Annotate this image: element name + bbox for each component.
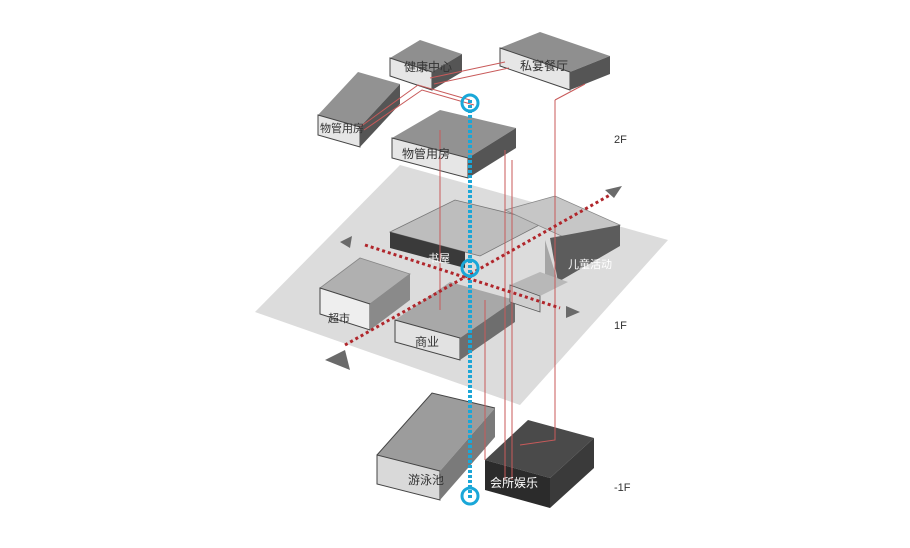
vertical-core-node-icon xyxy=(460,93,480,113)
block-property-right xyxy=(391,110,516,179)
label-supermarket: 超市 xyxy=(328,311,350,325)
label-commerce: 商业 xyxy=(415,334,439,349)
floor-label-1f: 1F xyxy=(614,320,627,332)
label-private-dining: 私宴餐厅 xyxy=(520,58,568,73)
direction-arrow-icon xyxy=(325,350,350,370)
direction-arrow-icon xyxy=(566,306,580,318)
label-childrens-activity: 儿童活动 xyxy=(568,257,612,271)
label-health-center: 健康中心 xyxy=(404,59,452,74)
label-clubhouse: 会所娱乐 xyxy=(490,476,538,490)
circulation-routes xyxy=(359,61,586,480)
block-supermarket xyxy=(319,257,411,331)
label-property-left: 物管用房 xyxy=(320,121,364,135)
direction-arrow-icon xyxy=(340,236,352,248)
block-clubhouse xyxy=(485,420,594,508)
block-property-left xyxy=(317,72,400,148)
vertical-core-node-icon xyxy=(460,486,480,506)
label-bookstore: 书屋 xyxy=(428,252,450,265)
floor-label-b1: -1F xyxy=(614,482,631,494)
label-swimming-pool: 游泳池 xyxy=(408,473,444,487)
block-commerce xyxy=(394,282,515,361)
block-swimming-pool xyxy=(376,392,496,501)
ground-floor-plate xyxy=(255,165,668,405)
block-right-wing xyxy=(503,195,622,292)
floor-label-2f: 2F xyxy=(614,134,627,146)
vertical-core-node-icon xyxy=(460,258,480,278)
direction-arrow-icon xyxy=(605,186,622,198)
block-private-dining xyxy=(499,32,610,91)
label-property-right: 物管用房 xyxy=(402,146,450,161)
block-health-center xyxy=(389,40,462,91)
block-small-right xyxy=(509,272,568,313)
